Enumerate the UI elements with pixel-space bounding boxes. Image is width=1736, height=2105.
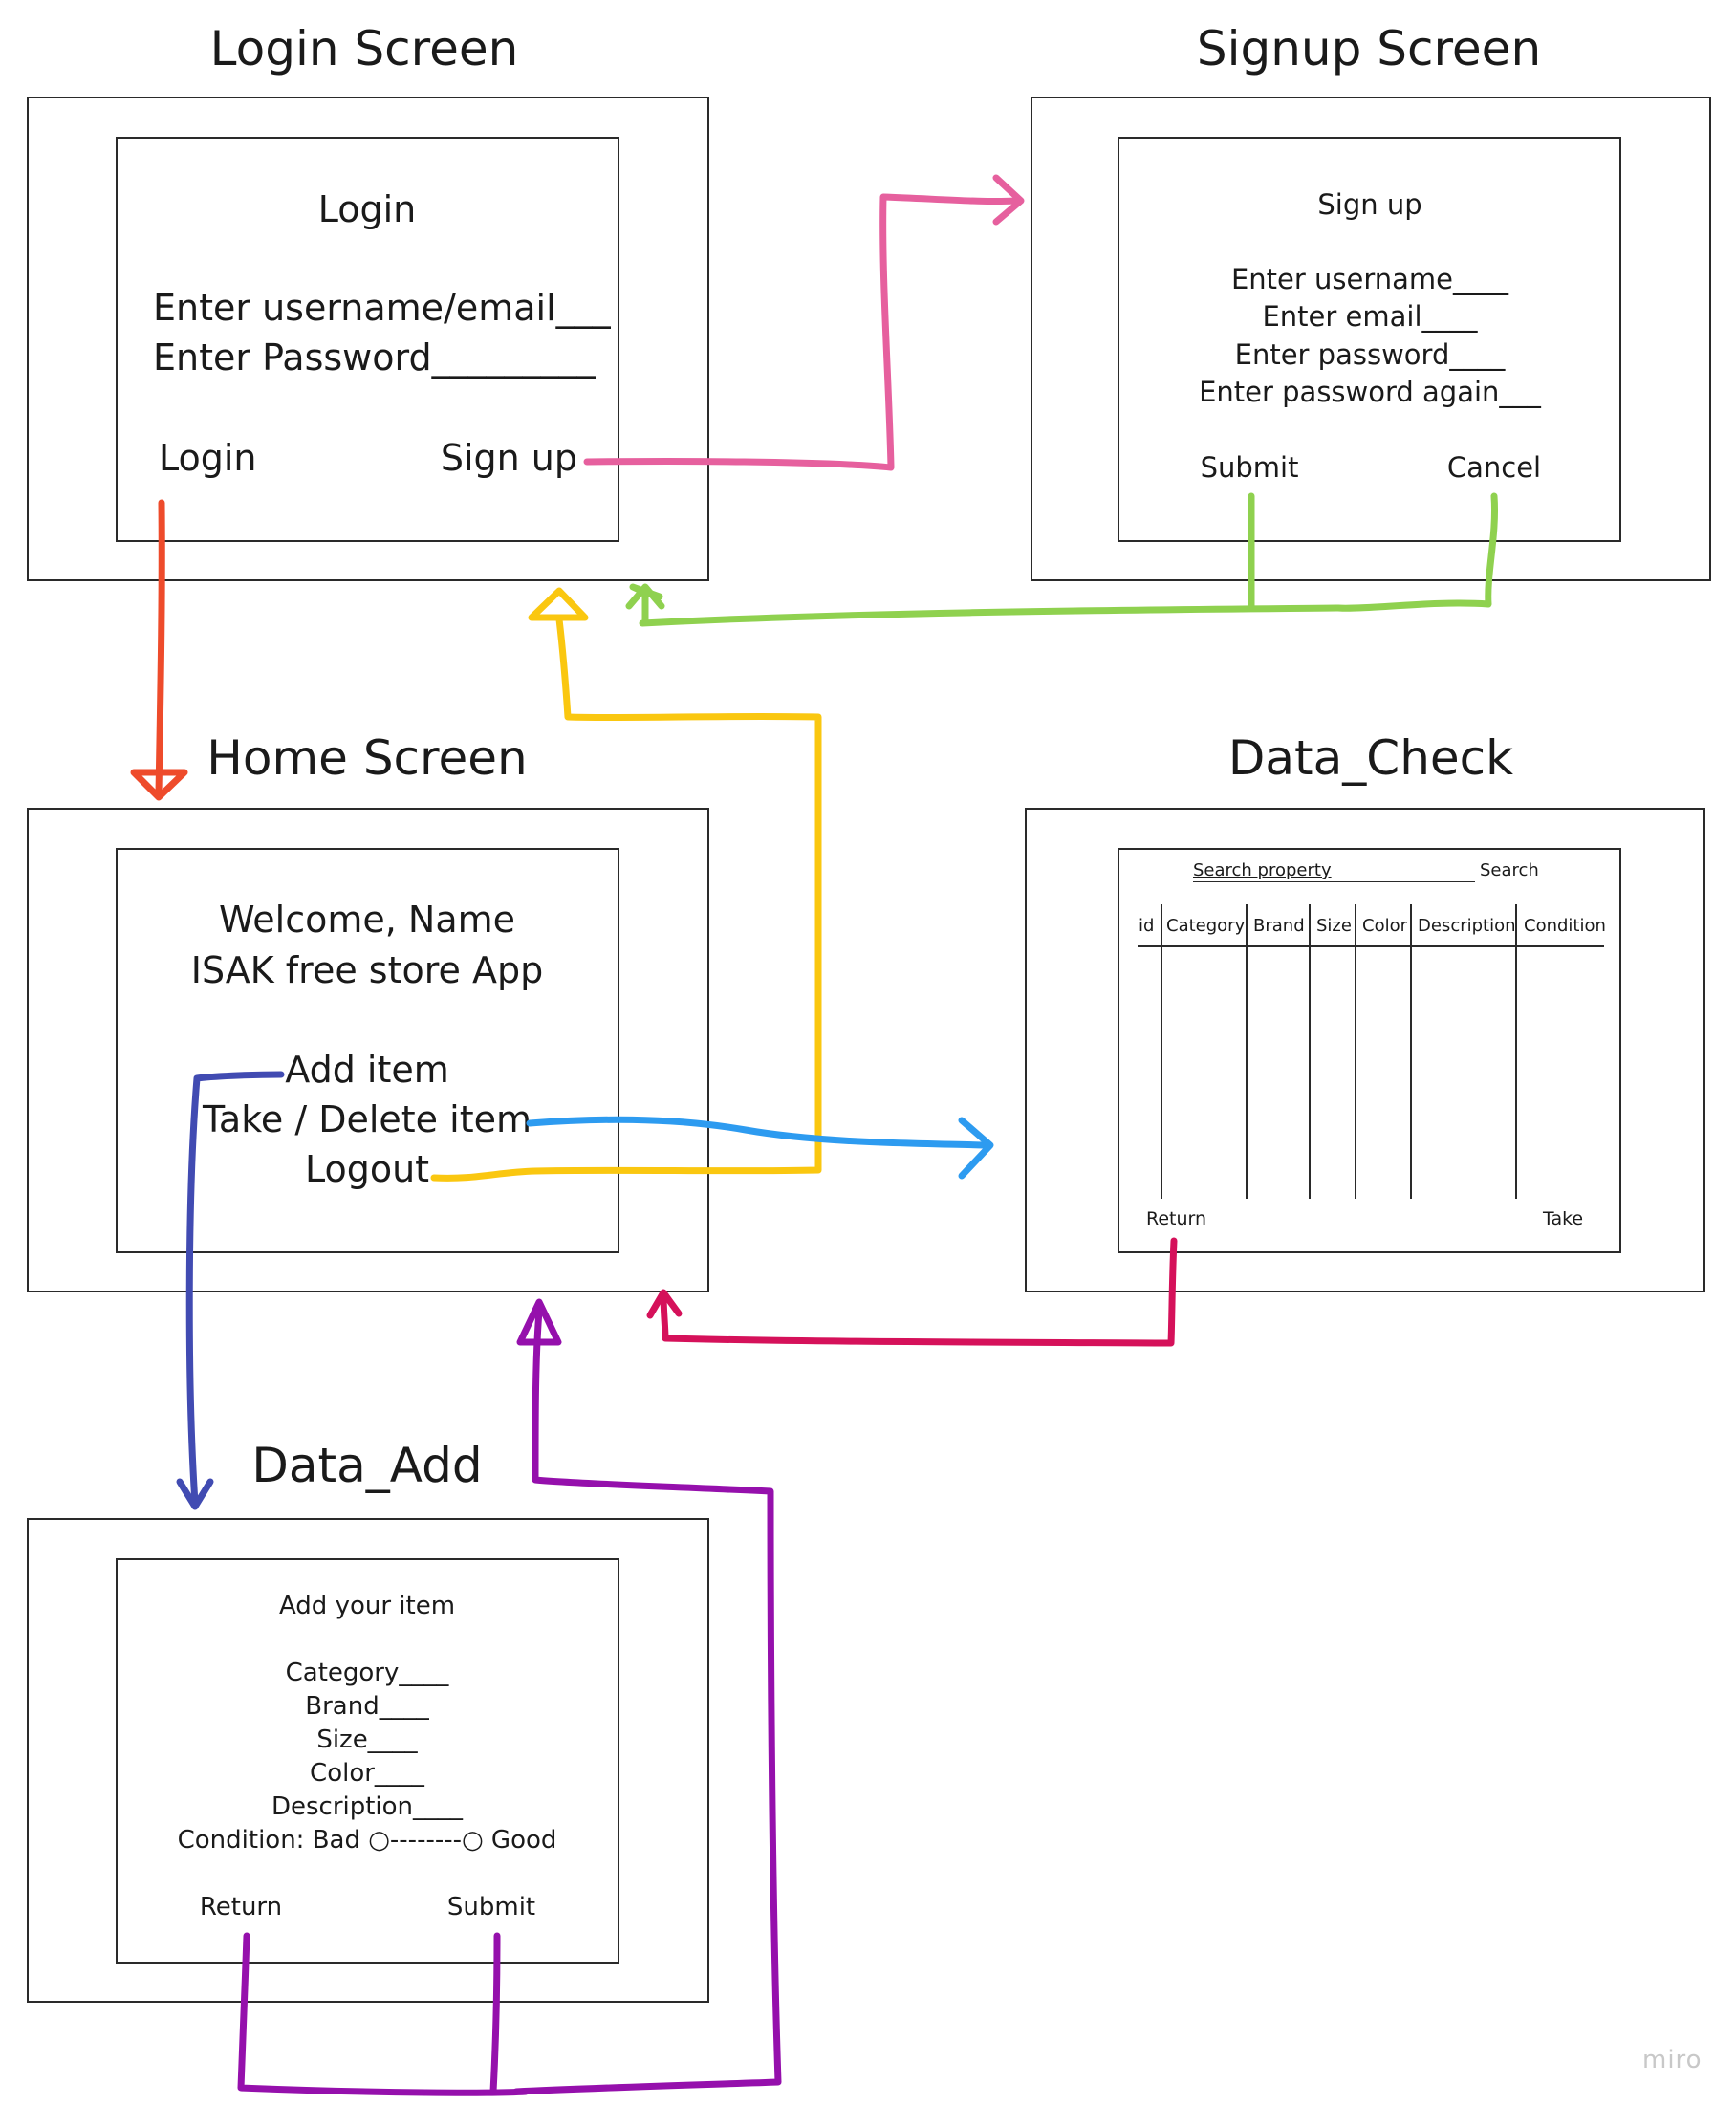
column-header-category: Category [1166,916,1246,936]
data-check-panel [1118,848,1621,1253]
signup-field-password-again[interactable]: Enter password again___ [1199,376,1541,408]
table-header-underline [1138,945,1604,947]
username-field[interactable]: Enter username/email___ [153,287,611,329]
column-header-condition: Condition [1524,916,1606,936]
column-header-brand: Brand [1253,916,1305,936]
condition-slider[interactable]: Condition: Bad ○--------○ Good [177,1826,557,1855]
data-check-take-button[interactable]: Take [1543,1208,1584,1229]
data-add-field-description[interactable]: Description____ [271,1792,464,1821]
table-column-divider [1246,904,1248,1199]
search-input-underline [1193,881,1475,882]
signup-field-password[interactable]: Enter password____ [1234,338,1506,371]
add-item-button[interactable]: Add item [285,1049,449,1091]
data-add-submit-button[interactable]: Submit [446,1893,536,1921]
column-header-description: Description [1418,916,1516,936]
logout-button[interactable]: Logout [304,1148,430,1190]
login-button[interactable]: Login [159,437,257,479]
table-column-divider [1515,904,1517,1199]
column-header-size: Size [1316,916,1352,936]
home-app-name: ISAK free store App [190,949,544,991]
data-add-field-brand[interactable]: Brand____ [305,1692,429,1721]
data-check-title: Data_Check [1227,730,1514,786]
data-add-title: Data_Add [251,1438,483,1493]
signup-button[interactable]: Sign up [440,437,577,479]
data-add-field-color[interactable]: Color____ [310,1759,424,1788]
column-header-color: Color [1362,916,1407,936]
signup-cancel-button[interactable]: Cancel [1446,451,1542,484]
data-check-frame [1025,808,1705,1292]
home-screen-title: Home Screen [206,730,528,786]
take-delete-item-button[interactable]: Take / Delete item [203,1098,532,1140]
signup-field-email[interactable]: Enter email____ [1262,300,1478,333]
table-column-divider [1410,904,1412,1199]
data-add-field-category[interactable]: Category____ [285,1659,449,1687]
miro-watermark: miro [1642,2046,1703,2074]
password-field[interactable]: Enter Password_________ [153,336,596,379]
data-add-heading: Add your item [278,1592,456,1620]
data-check-return-button[interactable]: Return [1146,1208,1207,1229]
home-welcome: Welcome, Name [218,899,516,941]
data-add-field-size[interactable]: Size____ [316,1725,418,1754]
table-column-divider [1355,904,1356,1199]
table-column-divider [1161,904,1162,1199]
login-heading: Login [317,188,417,230]
search-button[interactable]: Search [1480,860,1539,880]
signup-submit-button[interactable]: Submit [1200,451,1299,484]
login-screen-title: Login Screen [209,21,519,76]
table-column-divider [1309,904,1311,1199]
signup-field-username[interactable]: Enter username____ [1230,263,1509,295]
signup-screen-title: Signup Screen [1196,21,1542,76]
data-add-return-button[interactable]: Return [199,1893,283,1921]
signup-heading: Sign up [1317,188,1422,221]
column-header-id: id [1139,916,1155,936]
search-property-input[interactable]: Search property [1193,860,1332,880]
